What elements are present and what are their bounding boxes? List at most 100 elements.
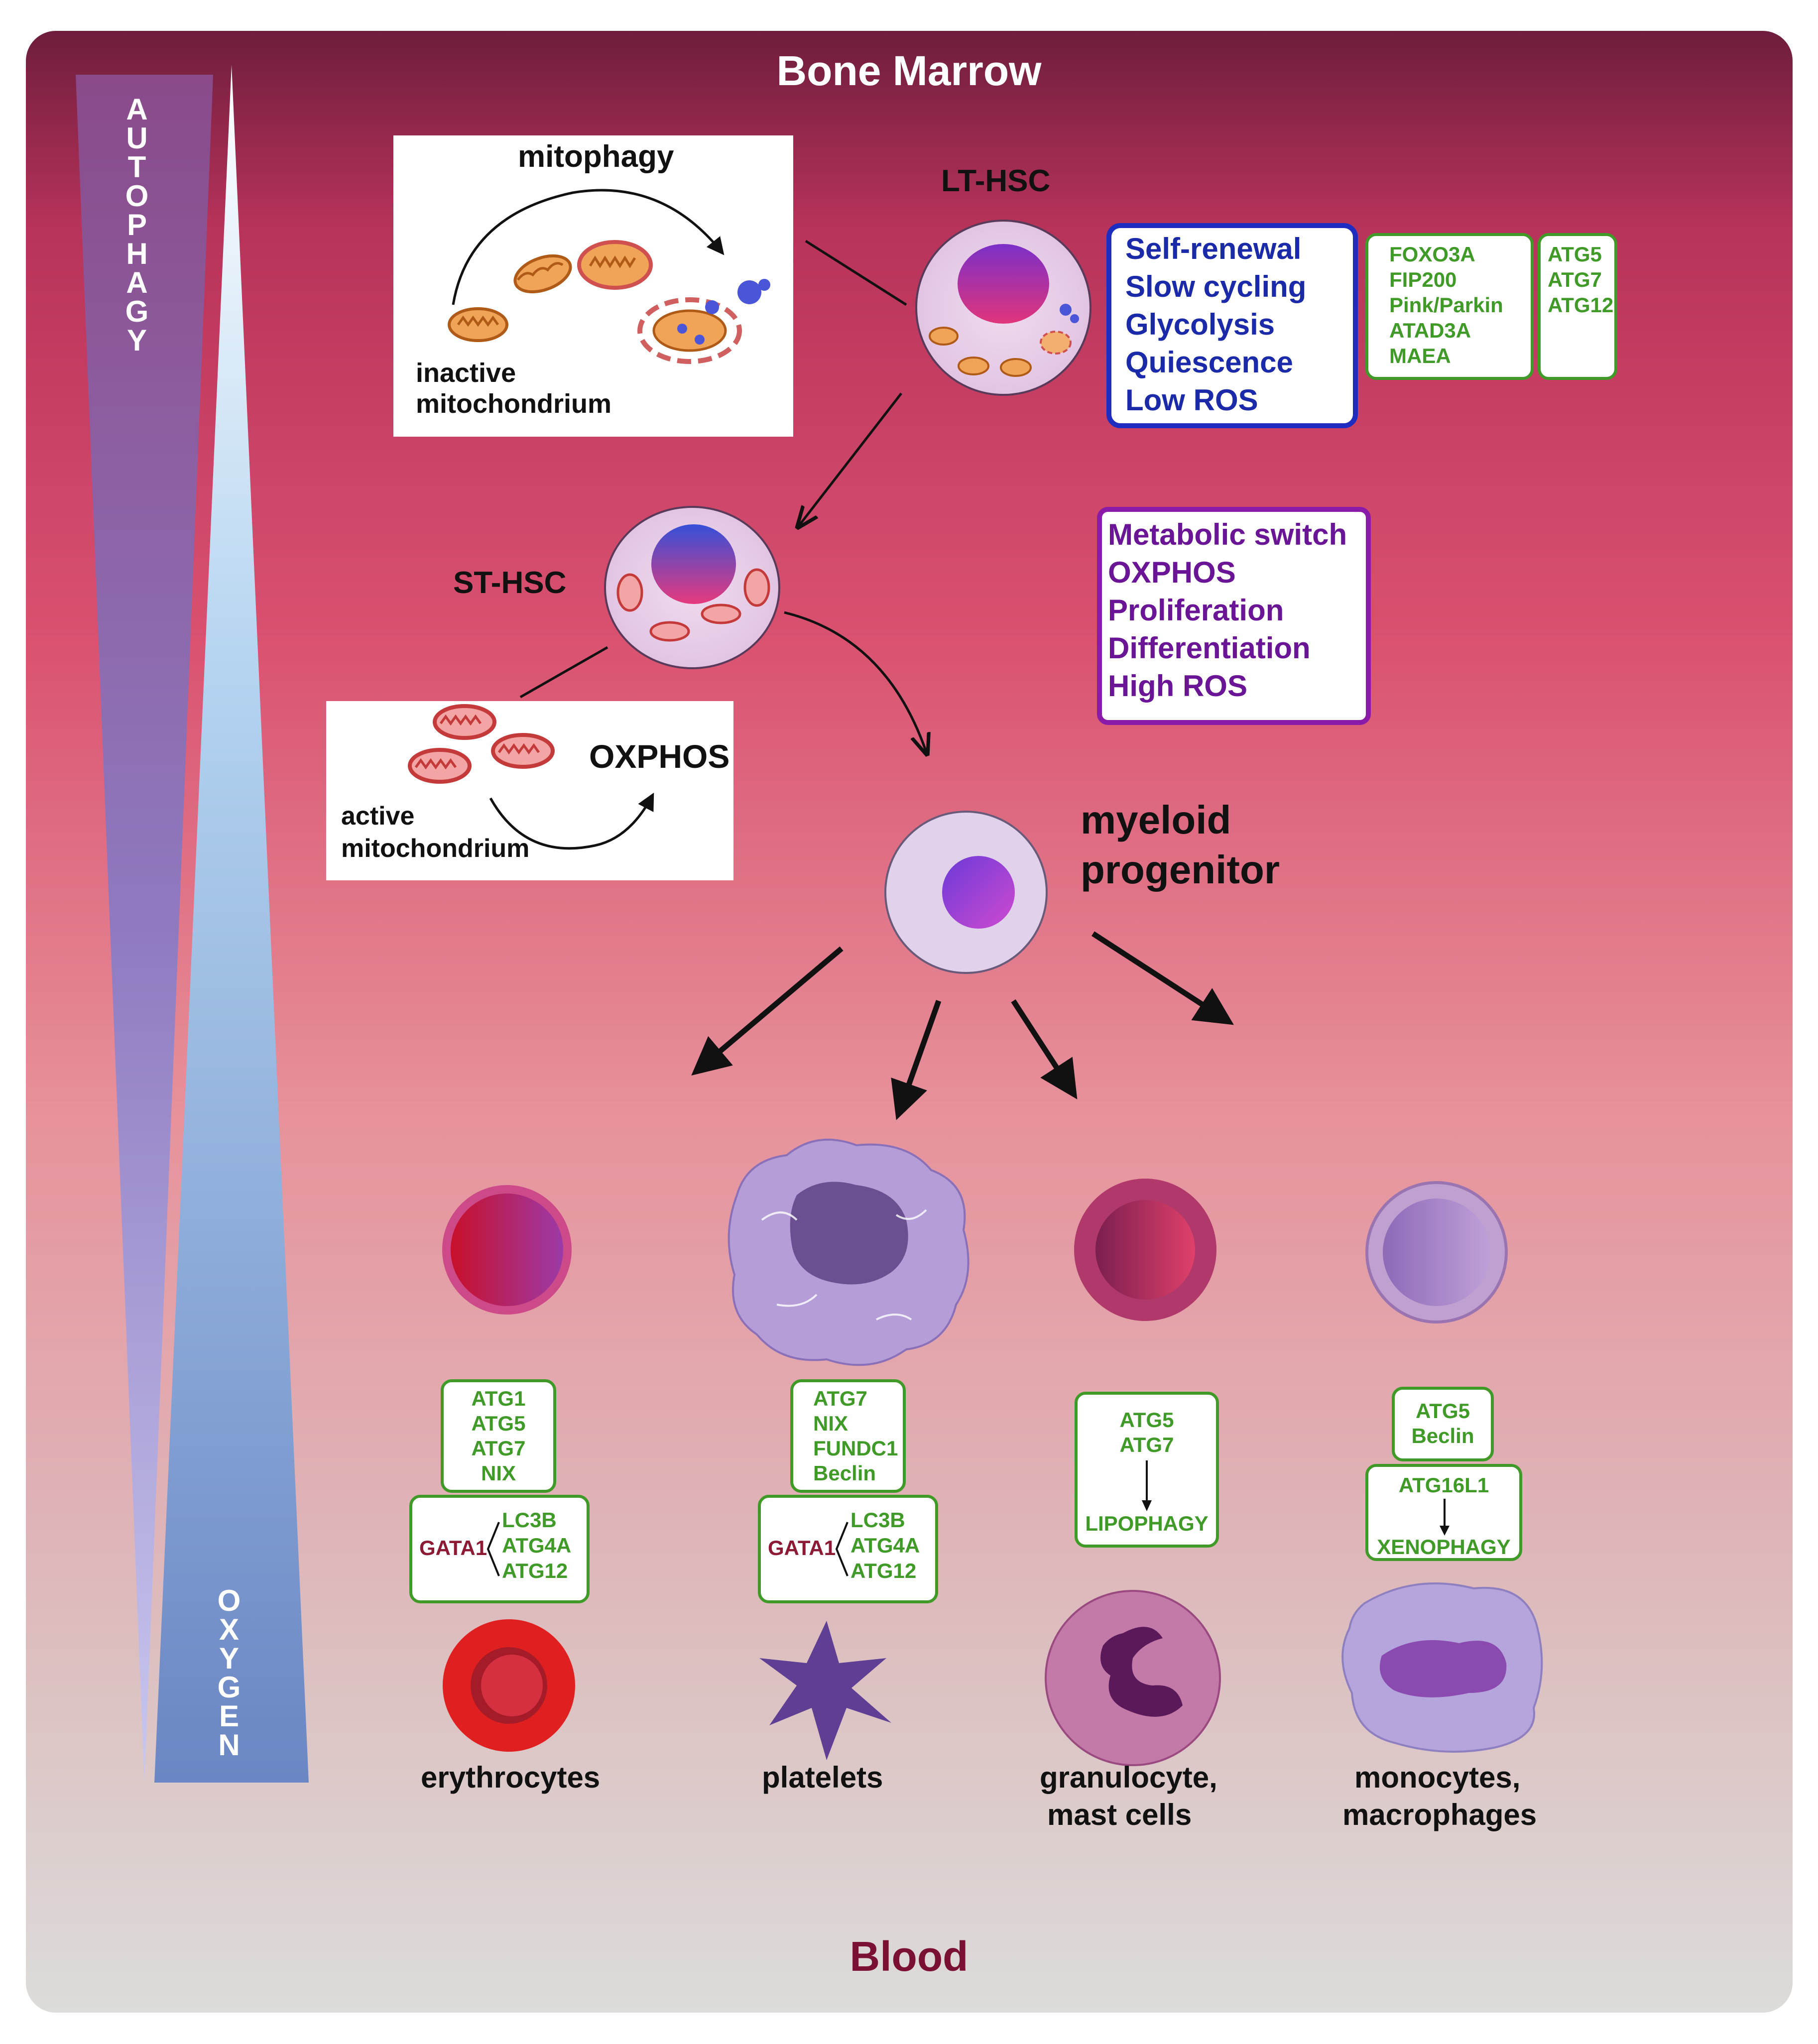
lt-property: Quiescence: [1125, 346, 1293, 379]
granulocyte-gene: ATG7: [1119, 1433, 1174, 1456]
autophagy-letter: H: [126, 237, 148, 270]
autophagy-letter: P: [126, 208, 147, 241]
platelet-gene: NIX: [813, 1412, 848, 1435]
switch-property: OXPHOS: [1108, 556, 1236, 589]
bone-marrow-title: Bone Marrow: [776, 47, 1042, 94]
monocyte-gene: Beclin: [1411, 1424, 1474, 1447]
autophagy-letter: A: [126, 93, 148, 126]
st-hsc-cell: [604, 506, 780, 669]
platelet-gene: FUNDC1: [813, 1437, 898, 1460]
platelet-gene: Beclin: [813, 1461, 876, 1485]
lt-gene: MAEA: [1389, 344, 1451, 367]
lt-property: Glycolysis: [1125, 308, 1275, 341]
autophagy-gradient-bar: [76, 75, 213, 1783]
autophagy-letter: A: [126, 266, 148, 299]
lt-genes-box-a: FOXO3A FIP200 Pink/Parkin ATAD3A MAEA: [1365, 233, 1534, 380]
lt-to-st-arrow: [799, 392, 902, 525]
myeloid-progenitor-cell: [884, 811, 1048, 974]
platelet-genes-box: ATG7 NIX FUNDC1 Beclin: [790, 1379, 906, 1493]
erythrocyte-gata1-box: GATA1 LC3B ATG4A ATG12: [409, 1495, 590, 1603]
mitophagy-title: mitophagy: [518, 139, 674, 174]
myeloid-to-erythrocyte-arrow: [691, 946, 844, 1076]
lt-hsc-properties-box: Self-renewal Slow cycling Glycolysis Qui…: [1106, 223, 1358, 428]
lt-gene: ATAD3A: [1389, 319, 1471, 342]
switch-property: Proliferation: [1108, 594, 1284, 627]
platelet-gene: ATG7: [813, 1387, 867, 1410]
myeloid-label-line2: progenitor: [1081, 847, 1280, 892]
myeloid-to-platelet-arrow: [891, 1000, 942, 1120]
monocyte-cell: [1341, 1582, 1543, 1753]
erythrocyte-gene: ATG5: [471, 1412, 526, 1435]
gata1-target: ATG4A: [850, 1534, 920, 1557]
granulocyte-gene: ATG5: [1119, 1408, 1174, 1432]
mitophagy-illustration: [448, 189, 770, 364]
st-to-myeloid-arrow: [784, 611, 926, 752]
oxygen-vertical-label: O X Y G E N: [209, 1584, 249, 1760]
gata1-bracket: [835, 1522, 848, 1576]
lt-property: Slow cycling: [1125, 270, 1307, 303]
autophagy-vertical-label: A U T O P H A G Y: [117, 93, 157, 356]
monocytes-label-line1: monocytes,: [1354, 1761, 1521, 1794]
erythrocyte-cell: [443, 1619, 575, 1752]
lt-gene: FIP200: [1389, 268, 1457, 291]
lt-property: Low ROS: [1125, 383, 1258, 417]
lt-hsc-cell: [915, 220, 1091, 396]
myeloid-to-monocyte-arrow: [1091, 931, 1234, 1025]
erythrocyte-genes-box: ATG1 ATG5 ATG7 NIX: [441, 1379, 556, 1493]
lt-hsc-label: LT-HSC: [941, 164, 1051, 198]
xenophagy-label: XENOPHAGY: [1377, 1535, 1511, 1559]
lt-gene: FOXO3A: [1389, 242, 1475, 266]
metabolic-switch-box: Metabolic switch OXPHOS Proliferation Di…: [1097, 507, 1371, 725]
lt-genes-box-b: ATG5 ATG7 ATG12: [1538, 233, 1617, 380]
oxphos-panel-title: OXPHOS: [589, 738, 730, 775]
mitophagy-panel: mitophagy inactive mitochondrium: [393, 135, 793, 437]
myeloid-label-line1: myeloid: [1081, 798, 1231, 842]
gata1-target: LC3B: [502, 1508, 557, 1532]
oxphos-label-line2: mitochondrium: [341, 834, 530, 863]
myeloid-to-granulocyte-arrow: [1011, 999, 1078, 1099]
platelets-label: platelets: [762, 1761, 883, 1794]
autophagy-letter: T: [127, 150, 146, 184]
oxygen-letter: O: [217, 1584, 241, 1617]
oxygen-gradient-bar: [154, 65, 309, 1783]
oxygen-letter: Y: [219, 1642, 240, 1675]
monocytes-label-line2: macrophages: [1342, 1798, 1537, 1831]
lt-gene: ATG7: [1548, 268, 1602, 291]
oxphos-illustration: [408, 704, 654, 850]
gata1-target: ATG12: [850, 1559, 917, 1582]
megakaryocyte-cell: [727, 1138, 970, 1366]
granulocyte-progenitor: [1074, 1179, 1216, 1321]
blood-title: Blood: [849, 1933, 969, 1980]
platelet-gata1-box: GATA1 LC3B ATG4A ATG12: [758, 1495, 938, 1603]
oxygen-letter: X: [219, 1613, 240, 1646]
gata1-label: GATA1: [768, 1536, 836, 1560]
switch-property: Metabolic switch: [1108, 518, 1347, 551]
granulocyte-label-line2: mast cells: [1047, 1798, 1192, 1831]
lipophagy-label: LIPOPHAGY: [1085, 1512, 1209, 1535]
erythrocyte-gene: ATG7: [471, 1437, 526, 1460]
mitophagy-label-line2: mitochondrium: [416, 389, 611, 419]
granulocyte-label-line1: granulocyte,: [1040, 1761, 1217, 1794]
lt-property: Self-renewal: [1125, 232, 1302, 265]
erythrocyte-gene: NIX: [481, 1461, 516, 1485]
oxphos-panel: OXPHOS active mitochondrium: [326, 701, 733, 880]
mitophagy-label-line1: inactive: [416, 358, 516, 388]
lt-gene: ATG5: [1548, 242, 1602, 266]
lt-gene: Pink/Parkin: [1389, 293, 1503, 317]
oxygen-letter: G: [217, 1671, 241, 1704]
oxygen-letter: E: [219, 1699, 240, 1733]
gata1-target: ATG4A: [502, 1534, 572, 1557]
autophagy-letter: U: [126, 121, 148, 155]
atg16l1-label: ATG16L1: [1398, 1473, 1489, 1497]
erythrocyte-progenitor: [442, 1185, 572, 1315]
autophagy-letter: O: [125, 179, 149, 213]
switch-property: Differentiation: [1108, 631, 1311, 665]
monocyte-genes-box: ATG5 Beclin: [1392, 1387, 1494, 1461]
oxphos-label-line1: active: [341, 802, 415, 831]
gata1-target: ATG12: [502, 1559, 568, 1582]
gata1-bracket: [486, 1522, 500, 1576]
monocyte-gene: ATG5: [1416, 1399, 1470, 1423]
gata1-label: GATA1: [419, 1536, 487, 1560]
autophagy-letter: G: [125, 295, 149, 328]
